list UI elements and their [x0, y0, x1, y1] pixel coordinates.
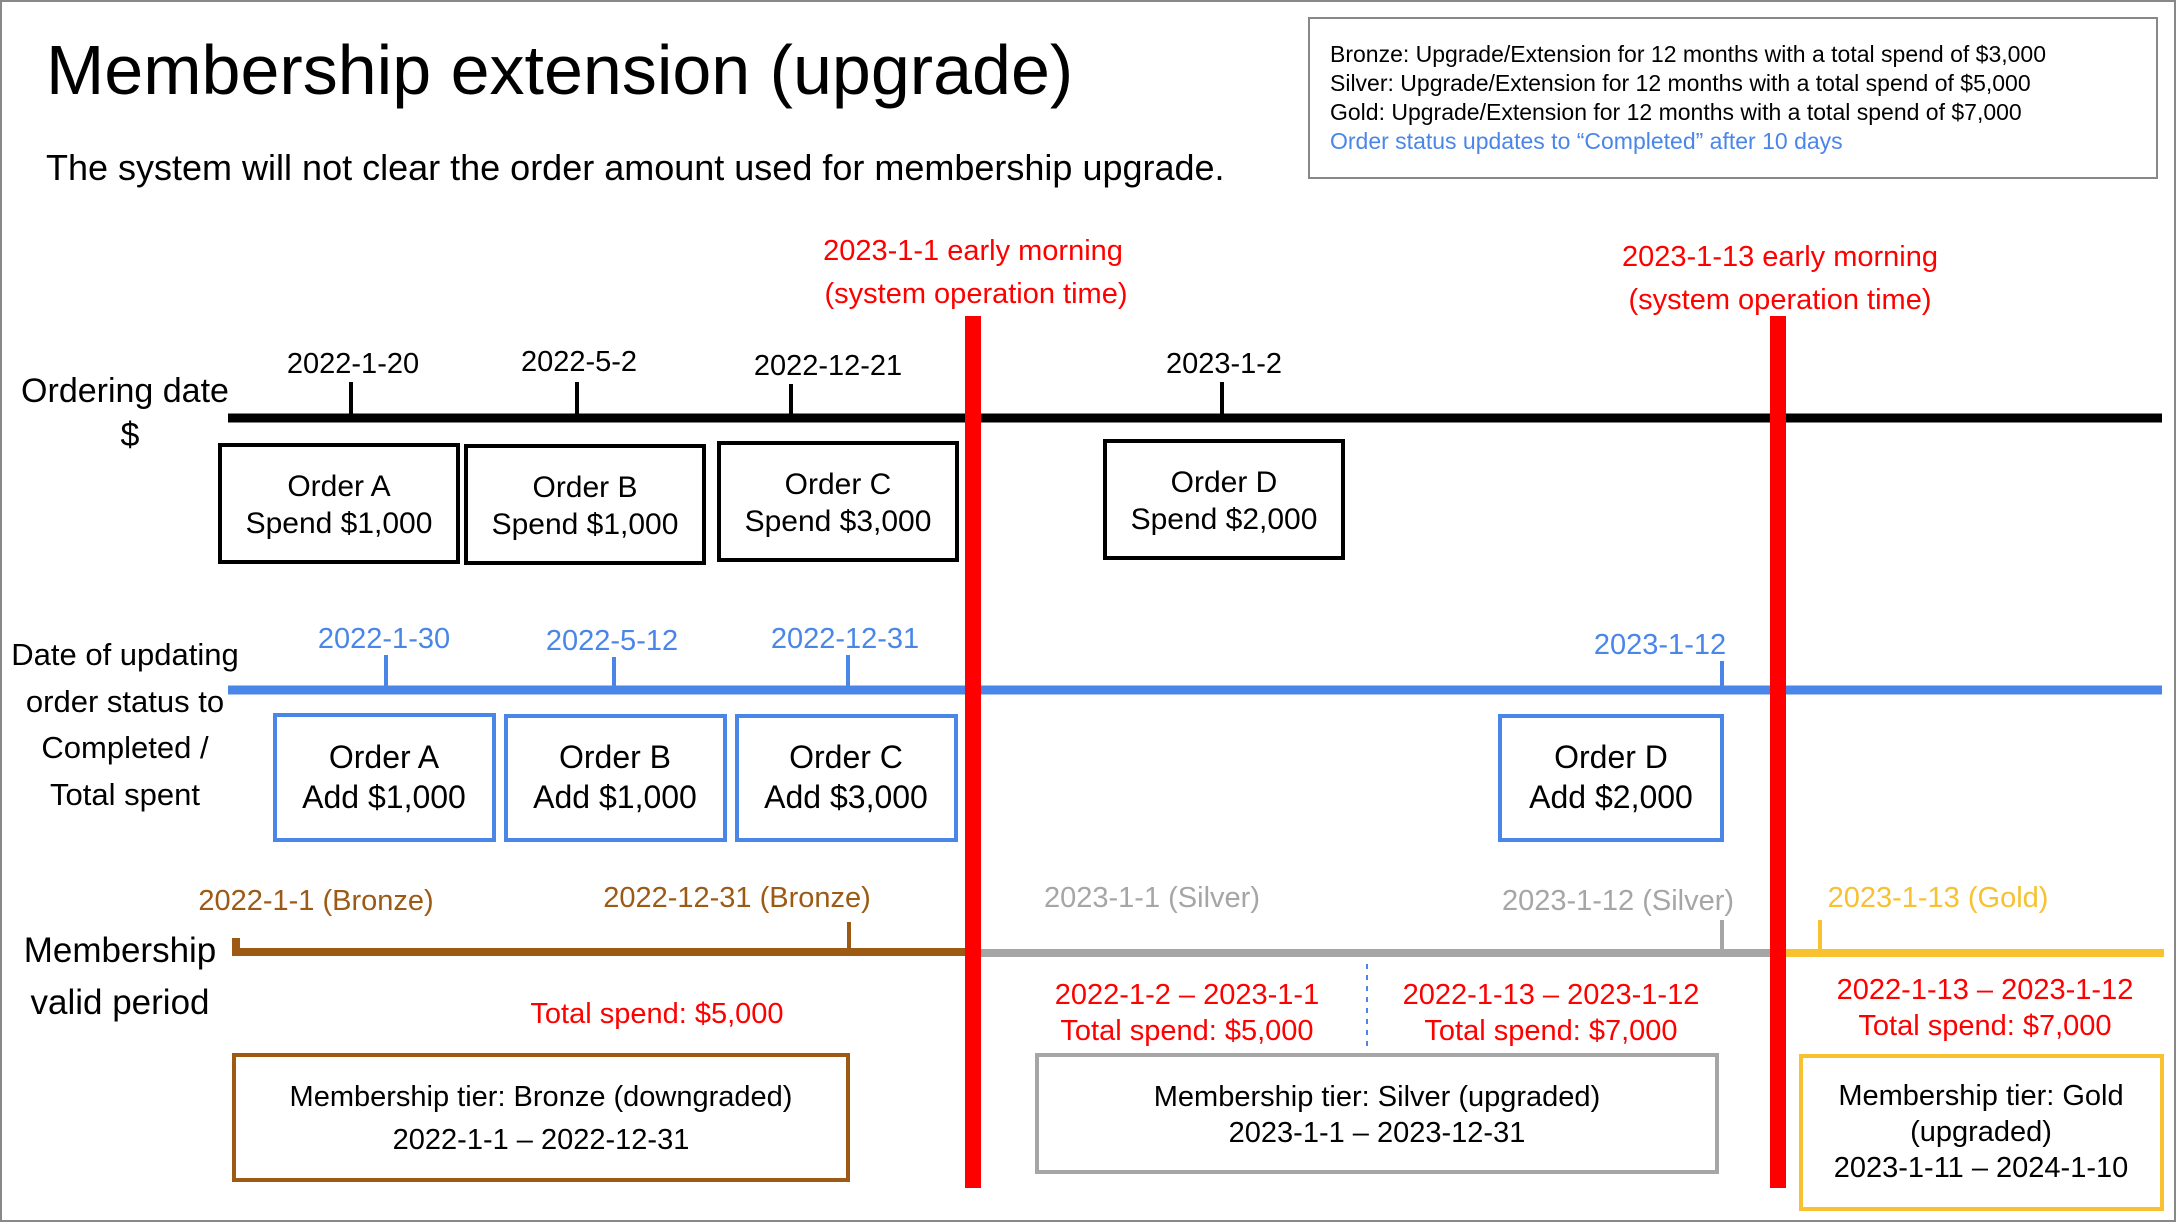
order-box	[1103, 439, 1345, 560]
order-name: Order C	[785, 468, 892, 501]
status-timeline: 2022-1-30 2022-5-12 2022-12-31 2023-1-12…	[228, 623, 2162, 842]
order-name: Order B	[532, 471, 637, 504]
row-labels: Ordering date $ Date of updating order s…	[11, 372, 239, 1022]
membership-timeline: 2022-1-1 (Bronze) 2022-12-31 (Bronze) 20…	[198, 882, 2164, 1211]
status-order-amount: Add $1,000	[302, 779, 466, 815]
ordering-date-label: 2022-5-2	[521, 346, 637, 378]
status-row-label-1: Date of updating	[11, 637, 239, 672]
legend-frame	[1308, 17, 2158, 179]
order-amount: Spend $1,000	[246, 507, 433, 540]
silver-tier-label: Membership tier: Silver (upgraded)	[1154, 1081, 1600, 1113]
legend-bronze: Bronze: Upgrade/Extension for 12 months …	[1330, 41, 2046, 67]
silver-total-spend-1: Total spend: $5,000	[1060, 1015, 1313, 1047]
gold-tier-upgraded: (upgraded)	[1910, 1116, 2052, 1148]
ordering-row-label-1: Ordering date	[21, 372, 229, 410]
status-date-label: 2022-12-31	[771, 623, 919, 655]
status-order-amount: Add $3,000	[764, 779, 928, 815]
status-date-label: 2022-5-12	[546, 625, 678, 657]
bronze-tier-dates: 2022-1-1 – 2022-12-31	[393, 1124, 690, 1156]
status-order-box	[504, 714, 727, 842]
status-row-label-2: order status to	[26, 684, 224, 719]
ordering-row-label-2: $	[121, 416, 140, 454]
bronze-period-line	[232, 938, 966, 956]
operation-line-1	[965, 316, 981, 1188]
gold-period: 2022-1-13 – 2023-1-12	[1837, 974, 2134, 1006]
order-name: Order A	[287, 470, 390, 503]
status-row-label-3: Completed /	[41, 730, 209, 765]
status-order-box	[273, 713, 496, 842]
operation-time-1-line1: 2023-1-1 early morning	[823, 235, 1123, 267]
order-amount: Spend $3,000	[745, 505, 932, 538]
gold-tier-dates: 2023-1-11 – 2024-1-10	[1834, 1152, 2129, 1184]
membership-tick-label: 2022-1-1 (Bronze)	[198, 885, 433, 917]
order-box	[218, 443, 460, 564]
status-order-name: Order D	[1554, 739, 1668, 775]
legend-box: Bronze: Upgrade/Extension for 12 months …	[1308, 17, 2158, 179]
operation-time-1-line2: (system operation time)	[825, 278, 1128, 310]
silver-total-spend-2: Total spend: $7,000	[1424, 1015, 1677, 1047]
membership-row-label-1: Membership	[24, 931, 217, 970]
membership-tick-label: 2023-1-12 (Silver)	[1502, 885, 1734, 917]
system-operation-markers: 2023-1-1 early morning (system operation…	[823, 235, 1938, 1188]
order-amount: Spend $2,000	[1131, 503, 1318, 536]
status-order-name: Order A	[329, 739, 440, 775]
membership-tick-label: 2023-1-13 (Gold)	[1828, 882, 2049, 914]
gold-tier-label: Membership tier: Gold	[1838, 1080, 2123, 1112]
order-box	[717, 441, 959, 562]
status-order-amount: Add $1,000	[533, 779, 697, 815]
status-order-amount: Add $2,000	[1529, 779, 1693, 815]
silver-period-2: 2022-1-13 – 2023-1-12	[1403, 979, 1700, 1011]
status-row-label-4: Total spent	[50, 777, 200, 812]
status-date-label: 2022-1-30	[318, 623, 450, 655]
ordering-date-label: 2022-12-21	[754, 350, 902, 382]
operation-line-2	[1770, 316, 1786, 1188]
status-order-box	[1498, 714, 1724, 842]
status-order-name: Order C	[789, 739, 903, 775]
gold-tier-box	[1799, 1054, 2164, 1211]
ordering-date-label: 2022-1-20	[287, 348, 419, 380]
membership-tick-label: 2022-12-31 (Bronze)	[603, 882, 871, 914]
status-order-box	[735, 714, 958, 842]
operation-time-2-line2: (system operation time)	[1629, 284, 1932, 316]
page-title: Membership extension (upgrade)	[46, 31, 1073, 109]
operation-time-2-line1: 2023-1-13 early morning	[1622, 241, 1938, 273]
gold-total-spend: Total spend: $7,000	[1858, 1010, 2111, 1042]
status-date-label: 2023-1-12	[1594, 629, 1726, 661]
silver-tier-box	[1035, 1053, 1719, 1174]
legend-status-note: Order status updates to “Completed” afte…	[1330, 128, 1843, 154]
silver-period-1: 2022-1-2 – 2023-1-1	[1055, 979, 1319, 1011]
bronze-tier-box	[232, 1053, 850, 1182]
legend-gold: Gold: Upgrade/Extension for 12 months wi…	[1330, 99, 2022, 125]
bronze-tier-label: Membership tier: Bronze (downgraded)	[290, 1081, 793, 1113]
ordering-date-label: 2023-1-2	[1166, 348, 1282, 380]
membership-row-label-2: valid period	[31, 983, 210, 1022]
ordering-timeline: 2022-1-20 2022-5-2 2022-12-21 2023-1-2 O…	[218, 346, 2162, 565]
status-order-name: Order B	[559, 739, 671, 775]
bronze-total-spend: Total spend: $5,000	[530, 998, 783, 1030]
page-subtitle: The system will not clear the order amou…	[46, 147, 1225, 188]
order-name: Order D	[1171, 466, 1278, 499]
membership-tick-label: 2023-1-1 (Silver)	[1044, 882, 1260, 914]
order-amount: Spend $1,000	[492, 508, 679, 541]
legend-silver: Silver: Upgrade/Extension for 12 months …	[1330, 70, 2031, 96]
order-box	[464, 444, 706, 565]
silver-tier-dates: 2023-1-1 – 2023-12-31	[1229, 1117, 1526, 1149]
